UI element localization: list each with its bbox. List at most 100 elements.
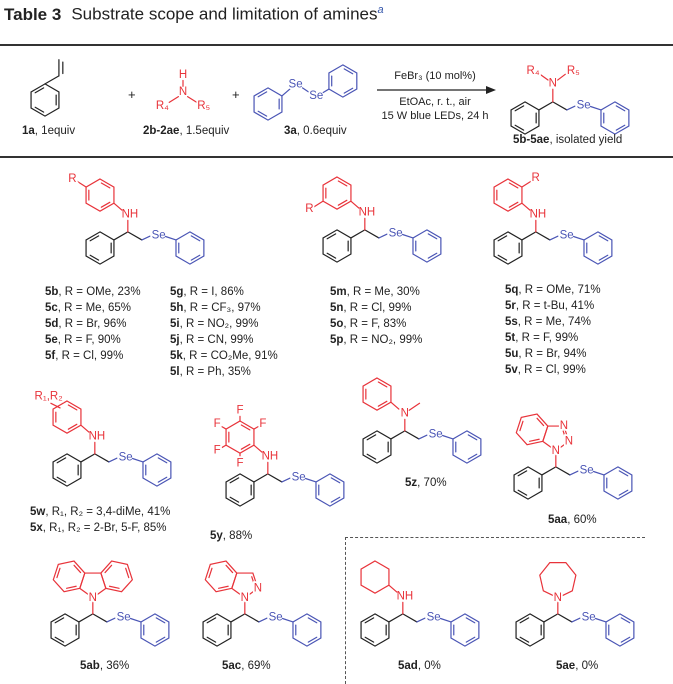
- divider-dashed-vertical: [345, 537, 346, 684]
- bond: [538, 101, 554, 111]
- bond: [508, 201, 519, 208]
- bond: [100, 182, 111, 189]
- bond: [416, 616, 428, 623]
- phenyl-ring: [328, 64, 358, 98]
- product-note: , isolated yield: [549, 134, 623, 146]
- compound-id: 5x: [30, 522, 43, 534]
- bond: [44, 75, 60, 85]
- compound-id: 5t: [505, 332, 516, 344]
- bond: [113, 231, 129, 241]
- reagent-amount: , 0.6equiv: [296, 125, 347, 137]
- compound-id: 5p: [330, 334, 344, 346]
- phenylseleno-ring: [412, 229, 442, 263]
- selenium-label: Se: [269, 611, 283, 623]
- bond: [418, 433, 430, 440]
- phenyl-ring: [510, 101, 540, 135]
- reagent-label-1a: 1a, 1equiv: [22, 124, 75, 138]
- compound-id: 5u: [505, 348, 519, 360]
- bond: [304, 477, 317, 483]
- compound-yield: , R = Me, 65%: [57, 302, 131, 314]
- aryl-ring: [493, 178, 523, 212]
- bond: [131, 457, 144, 463]
- compound-yield: , R = F, 90%: [57, 334, 121, 346]
- bond: [89, 254, 100, 261]
- compound-label: 5n, R = Cl, 99%: [330, 301, 412, 315]
- compound-label: 5j, R = CN, 99%: [170, 333, 253, 347]
- structure-5z: SeN: [362, 377, 482, 464]
- selenium-label: Se: [292, 471, 306, 483]
- compound-yield: , R = Me, 30%: [346, 286, 420, 298]
- bond: [258, 616, 270, 623]
- bond: [225, 564, 234, 574]
- nitrogen-label: N: [560, 420, 568, 432]
- bond: [572, 235, 585, 241]
- compound-label: 5e, R = F, 90%: [45, 333, 121, 347]
- bond: [467, 434, 478, 441]
- compound-yield: , R = Cl, 99%: [343, 302, 412, 314]
- phenylseleno-ring: [142, 453, 172, 487]
- bond: [543, 613, 559, 623]
- bond: [307, 617, 318, 624]
- phenylseleno-ring: [605, 613, 635, 647]
- phenyl-ring: [85, 231, 115, 265]
- compound-id: 5b: [45, 286, 59, 298]
- compound-yield: , R = Me, 74%: [517, 316, 591, 328]
- hydrogen-label: H: [179, 69, 187, 81]
- bond: [322, 88, 330, 94]
- bond: [521, 180, 532, 188]
- compound-label: 5l, R = Ph, 35%: [170, 365, 251, 379]
- bond: [521, 231, 537, 241]
- compound-id: 5ae: [556, 660, 576, 672]
- atom-label: NH: [359, 207, 376, 219]
- bond: [552, 101, 568, 111]
- compound-yield: , R = NO₂, 99%: [343, 334, 423, 346]
- bond: [508, 182, 519, 189]
- bond: [467, 453, 478, 460]
- compound-label: 5p, R = NO₂, 99%: [330, 333, 422, 347]
- bond: [253, 473, 269, 483]
- table-number: Table 3: [4, 4, 62, 24]
- structure-5ab: SeN: [50, 560, 170, 647]
- compound-yield: , R = OMe, 23%: [58, 286, 141, 298]
- compound-yield: , 88%: [222, 530, 253, 542]
- bond: [326, 233, 337, 240]
- compound-id: 5w: [30, 506, 46, 518]
- bond: [350, 200, 360, 209]
- bond: [80, 424, 90, 433]
- bond: [108, 585, 120, 589]
- solvent-condition: EtOAc, r. t., air: [399, 96, 471, 108]
- bond: [615, 124, 626, 131]
- bond: [56, 457, 67, 464]
- phenyl-ring: [513, 466, 543, 500]
- bond: [106, 616, 118, 623]
- aryl-ring: [52, 400, 82, 434]
- bond: [620, 636, 631, 643]
- compound-label: 5o, R = F, 83%: [330, 317, 406, 331]
- bond: [408, 402, 421, 411]
- bond: [229, 477, 240, 484]
- bond: [364, 617, 375, 624]
- bond: [535, 231, 551, 241]
- bond: [337, 199, 348, 206]
- bond: [253, 444, 263, 453]
- compound-label: 5ad, 0%: [398, 659, 441, 673]
- benzo-ring: [204, 560, 238, 593]
- bond: [221, 426, 227, 430]
- bond: [313, 200, 324, 208]
- bond: [497, 235, 508, 242]
- compound-id: 5o: [330, 318, 344, 330]
- pyrrole-ring: [79, 572, 107, 599]
- bond: [230, 613, 246, 623]
- compound-yield: , R = t-Bu, 41%: [515, 300, 595, 312]
- nitrogen-label: N: [565, 435, 573, 447]
- bond: [217, 585, 229, 589]
- compound-yield: , R = CO₂Me, 91%: [182, 350, 278, 362]
- substituent-label: R₅: [197, 100, 210, 112]
- phenyl-ring: [225, 473, 255, 507]
- bond: [402, 613, 418, 623]
- compound-id: 5y: [210, 530, 223, 542]
